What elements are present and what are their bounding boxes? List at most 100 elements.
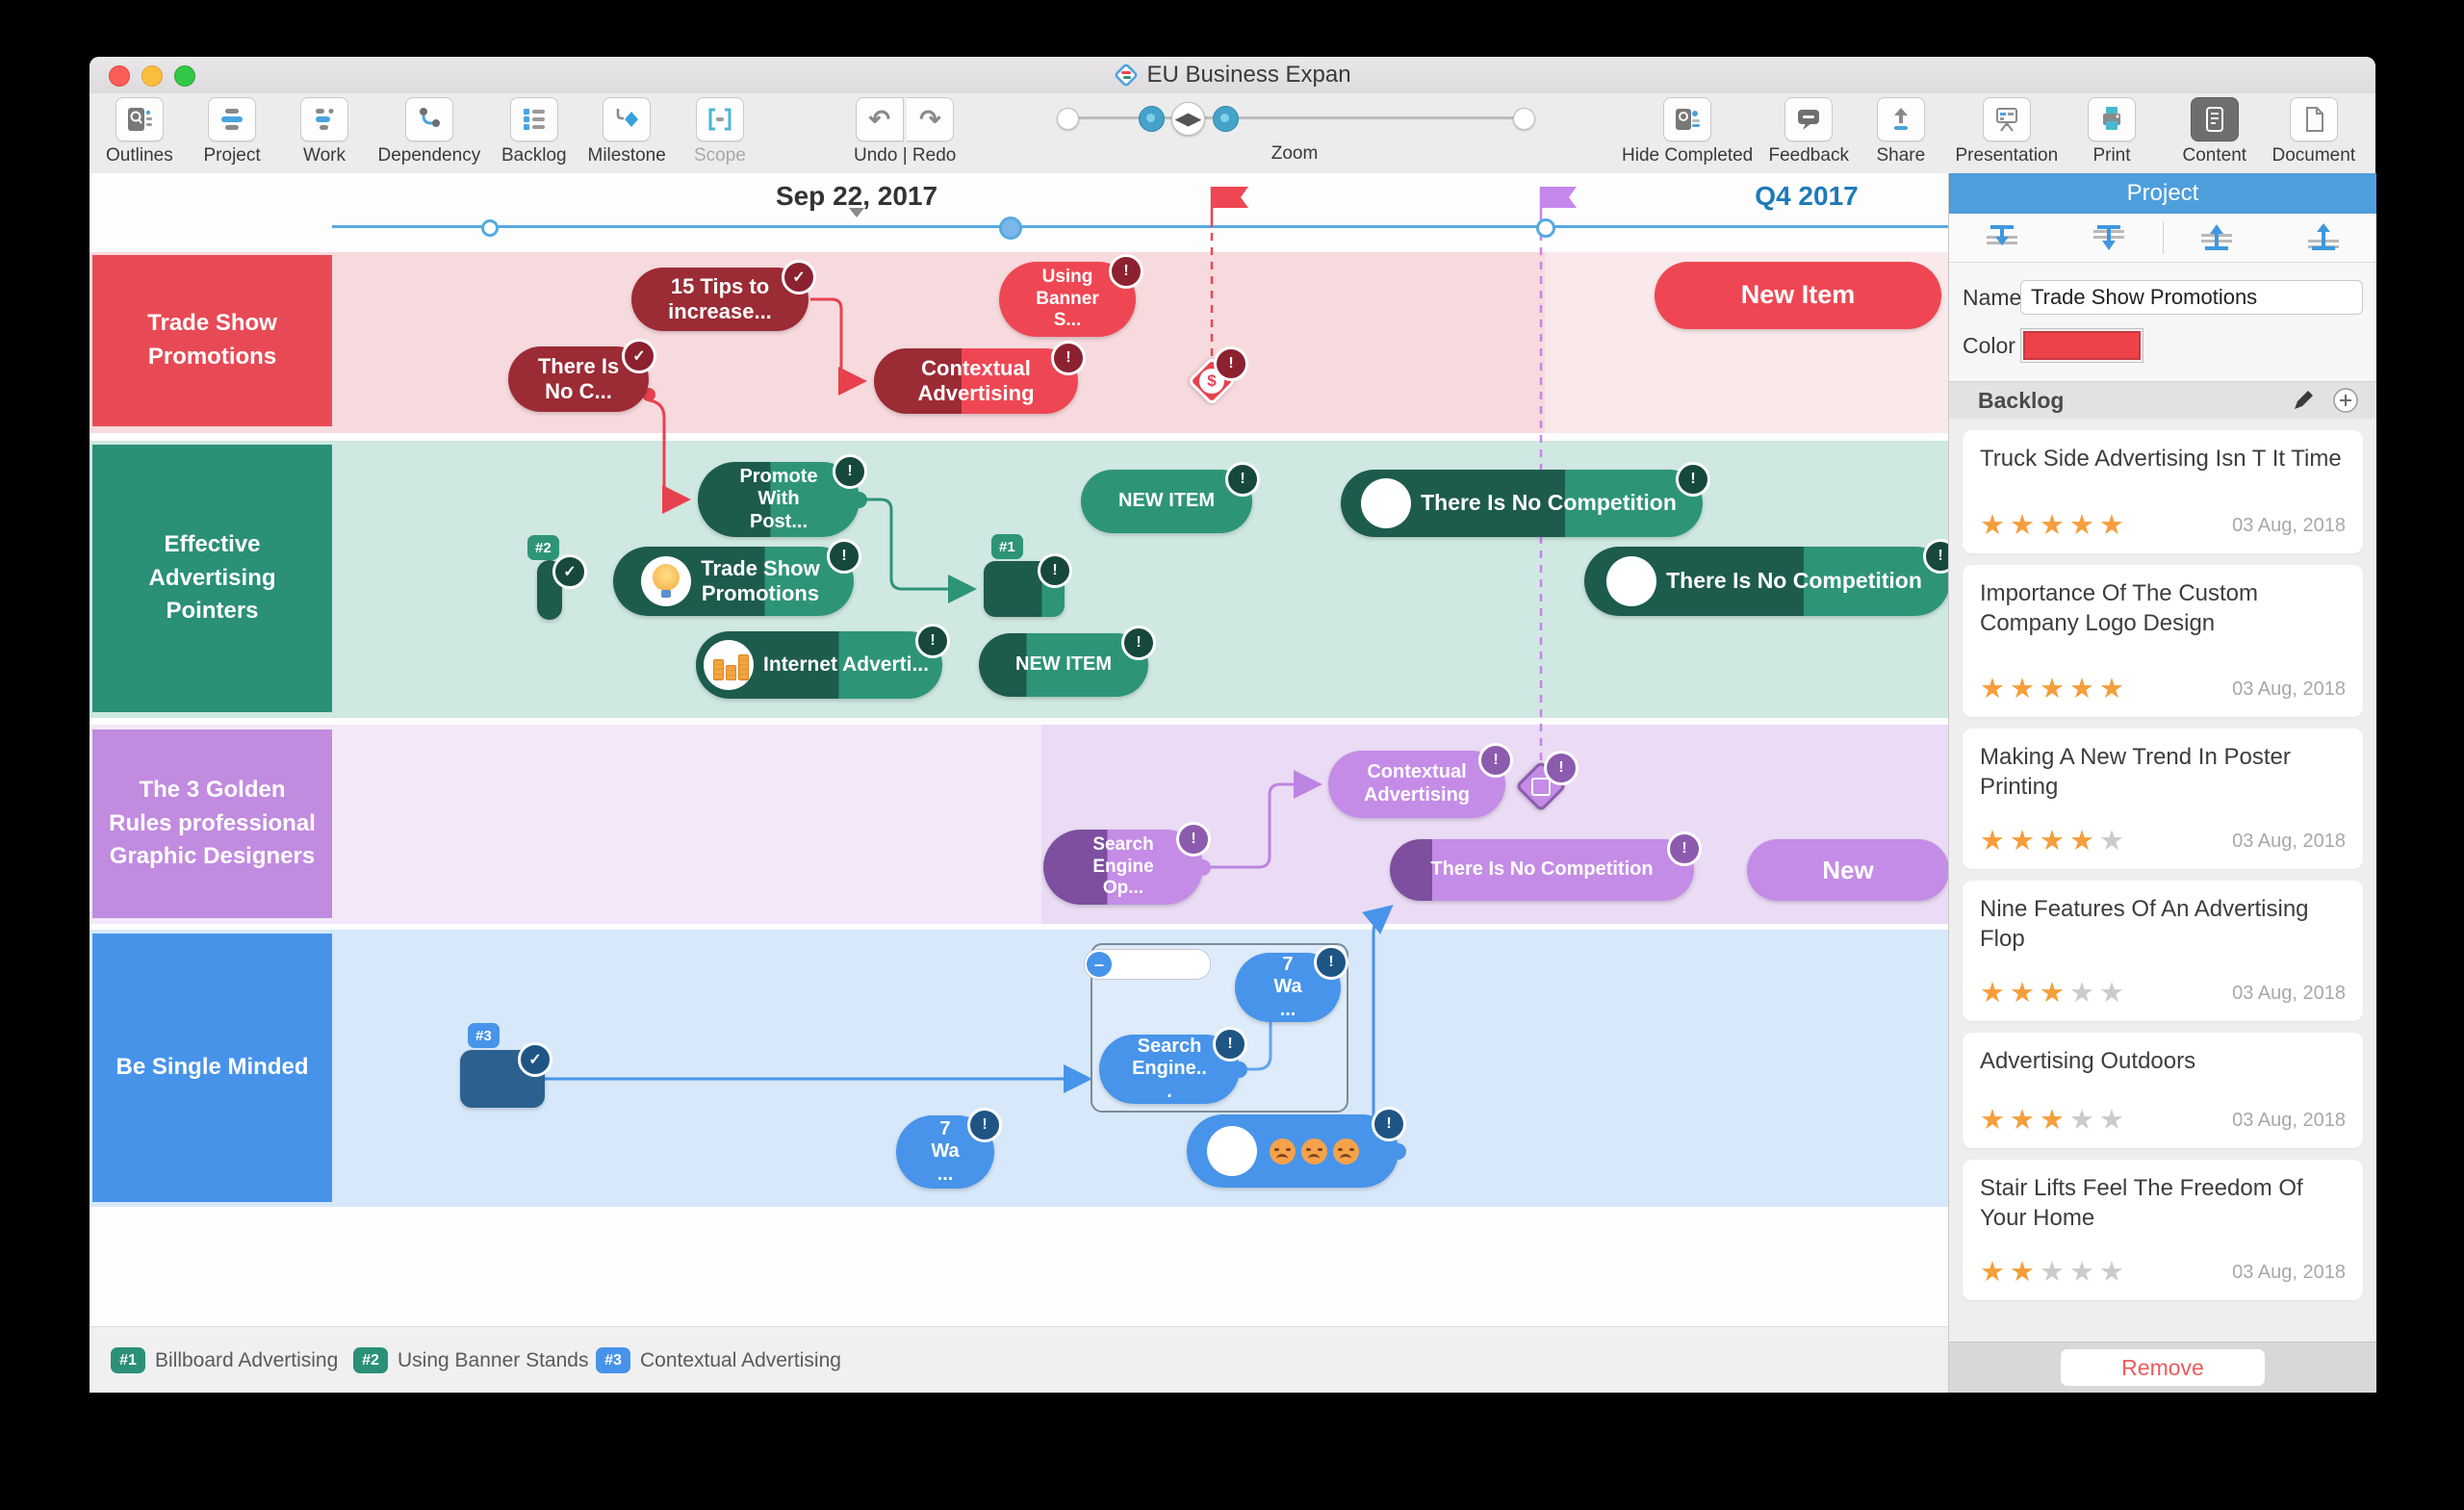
feedback-button[interactable]: Feedback — [1769, 97, 1849, 166]
group-collapse-control[interactable]: – — [1084, 949, 1211, 980]
lane-label-teal[interactable]: Effective Advertising Pointers — [92, 445, 332, 712]
rating-stars[interactable]: ★★★★★ — [1980, 826, 2129, 857]
rating-stars[interactable]: ★★★★★ — [1980, 1105, 2129, 1136]
dependency-button[interactable]: Dependency — [377, 97, 481, 166]
zoom-min-handle[interactable] — [1057, 108, 1079, 130]
connector-nub[interactable] — [1390, 1143, 1406, 1160]
share-button[interactable]: Share — [1876, 97, 1926, 166]
distribute-up-icon[interactable] — [2270, 214, 2376, 262]
task-pill[interactable]: New Item — [1655, 262, 1941, 329]
outlines-button[interactable]: Outlines — [106, 97, 173, 166]
undo-redo-button[interactable]: ↶↷Undo | Redo — [854, 97, 956, 166]
zoom-window-button[interactable] — [174, 65, 195, 87]
redo-icon[interactable]: ↷ — [907, 97, 955, 141]
dependency-label: Dependency — [377, 145, 481, 166]
rating-stars[interactable]: ★★★★★ — [1980, 1257, 2129, 1288]
lane-band-blue — [90, 930, 1948, 1207]
add-backlog-icon[interactable] — [2332, 387, 2359, 414]
minimize-window-button[interactable] — [141, 65, 163, 87]
project-button[interactable]: Project — [204, 97, 261, 166]
timeline-quarter-label: Q4 2017 — [1755, 181, 1859, 211]
backlog-card[interactable]: Advertising Outdoors ★★★★★ 03 Aug, 2018 — [1963, 1033, 2363, 1148]
align-bottom-icon[interactable] — [2164, 214, 2271, 262]
zoom-track[interactable] — [1066, 116, 1523, 119]
backlog-card[interactable]: Nine Features Of An Advertising Flop ★★★… — [1963, 881, 2363, 1021]
share-label: Share — [1876, 145, 1926, 166]
hide-completed-button[interactable]: Hide Completed — [1622, 97, 1753, 166]
zoom-max-handle[interactable] — [1513, 108, 1535, 130]
color-label: Color — [1963, 332, 2015, 358]
remove-button[interactable]: Remove — [2061, 1349, 2265, 1386]
deliverable-milestone-diamond[interactable]: ! — [1515, 751, 1578, 812]
backlog-tag-2: #2 — [527, 535, 559, 560]
document-button[interactable]: Document — [2272, 97, 2355, 166]
zoom-left-handle[interactable] — [1139, 106, 1165, 132]
content-button[interactable]: Content — [2183, 97, 2246, 166]
alert-badge-icon: ! — [1051, 341, 1086, 375]
print-button[interactable]: Print — [2088, 97, 2136, 166]
milestone-box-1[interactable]: ! — [984, 553, 1072, 617]
purple-flag-icon[interactable] — [1541, 187, 1577, 208]
task-pill[interactable]: There Is No Competition! — [1390, 832, 1702, 901]
color-well[interactable] — [2020, 328, 2143, 363]
backlog-button[interactable]: Backlog — [501, 97, 567, 166]
lane-label-purple[interactable]: The 3 Golden Rules professional Graphic … — [92, 729, 332, 918]
red-flag-icon[interactable] — [1212, 187, 1248, 208]
connector-nub[interactable] — [1194, 859, 1211, 876]
backlog-card[interactable]: Stair Lifts Feel The Freedom Of Your Hom… — [1963, 1160, 2363, 1300]
project-name-input[interactable] — [2020, 280, 2363, 315]
budget-milestone-diamond[interactable]: $! — [1187, 346, 1248, 406]
zoom-center-handle[interactable]: ◀▶ — [1171, 102, 1205, 136]
zoom-right-handle[interactable] — [1213, 106, 1239, 132]
timeline-axis — [332, 225, 1948, 228]
timeline-marker-circle[interactable] — [481, 219, 499, 237]
task-pill[interactable]: NEW ITEM! — [1081, 462, 1260, 533]
connector-nub[interactable] — [851, 492, 867, 508]
undo-icon[interactable]: ↶ — [855, 97, 904, 141]
legend-bar: #1 Billboard Advertising#2 Using Banner … — [90, 1326, 1948, 1393]
milestone-box-3[interactable]: ✓ — [460, 1042, 552, 1108]
presentation-icon — [1982, 97, 2031, 141]
rating-stars[interactable]: ★★★★★ — [1980, 674, 2129, 704]
task-pill[interactable]: There Is No Competition! — [1584, 539, 1948, 616]
collapse-minus-icon[interactable]: – — [1087, 952, 1112, 977]
align-top-icon[interactable] — [1949, 214, 2056, 262]
task-pill[interactable]: There Is No Competition! — [1341, 462, 1710, 537]
alert-badge-icon: ! — [1544, 751, 1578, 785]
work-button[interactable]: Work — [300, 97, 348, 166]
scope-button[interactable]: Scope — [694, 97, 746, 166]
timeline-marker-circle[interactable] — [1536, 218, 1555, 238]
edit-backlog-icon[interactable] — [2292, 389, 2315, 412]
task-pill[interactable]: New — [1747, 839, 1948, 901]
close-window-button[interactable] — [109, 65, 130, 87]
backlog-card[interactable]: Truck Side Advertising Isn T It Time ★★★… — [1963, 430, 2363, 553]
rating-stars[interactable]: ★★★★★ — [1980, 510, 2129, 541]
task-pill[interactable]: NEW ITEM! — [979, 626, 1156, 697]
task-pill[interactable]: ! — [1187, 1107, 1406, 1188]
timeline-marker-circle[interactable] — [999, 217, 1022, 240]
connector-nub[interactable] — [1231, 1062, 1247, 1078]
milestone-button[interactable]: Milestone — [588, 97, 666, 166]
backlog-item-title: Truck Side Advertising Isn T It Time — [1980, 446, 2342, 472]
lane-label-red[interactable]: Trade Show Promotions — [92, 255, 332, 426]
rating-stars[interactable]: ★★★★★ — [1980, 978, 2129, 1009]
lane-label-blue[interactable]: Be Single Minded — [92, 934, 332, 1202]
backlog-card[interactable]: Importance Of The Custom Company Logo De… — [1963, 565, 2363, 717]
backlog-card[interactable]: Making A New Trend In Poster Printing ★★… — [1963, 729, 2363, 869]
presentation-button[interactable]: Presentation — [1956, 97, 2058, 166]
task-pill[interactable]: Internet Adverti...! — [696, 624, 950, 699]
coins-avatar-icon — [704, 640, 755, 690]
distribute-down-icon[interactable] — [2056, 214, 2163, 262]
